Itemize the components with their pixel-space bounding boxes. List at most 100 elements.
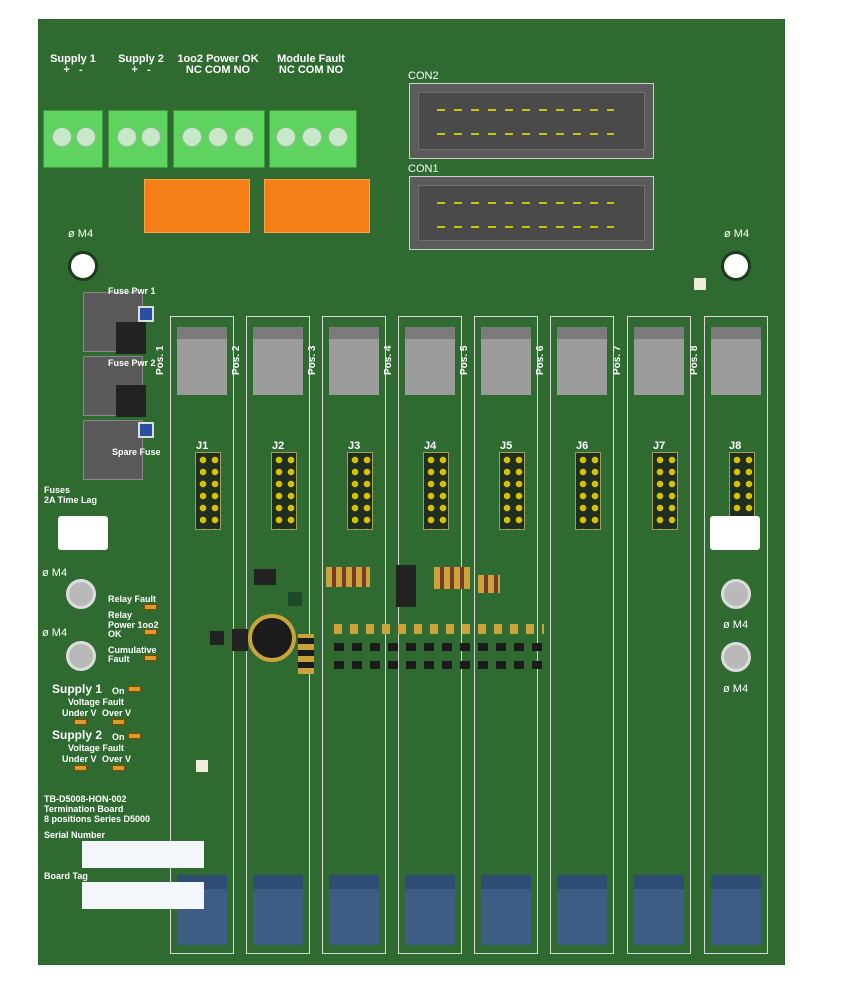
ic-component <box>254 569 276 585</box>
module-slot-4[interactable]: Pos. 4 <box>383 316 462 954</box>
slot-position-label: Pos. 5 <box>459 345 470 375</box>
module-clip <box>329 875 379 945</box>
module-slot-8[interactable]: Pos. 8 <box>689 316 768 954</box>
supply1-on-led <box>128 686 141 692</box>
supply2-terminal[interactable] <box>108 110 168 168</box>
screw-icon <box>328 127 348 147</box>
fuse-note-1: Fuses <box>44 485 71 495</box>
supply1-under-led <box>74 719 87 725</box>
jumper-label: J5 <box>500 440 513 452</box>
module-latch <box>481 327 531 395</box>
hole-label: ø M4 <box>724 228 750 240</box>
module-slot-3[interactable]: Pos. 3 <box>307 316 386 954</box>
relay-power-ok <box>144 179 250 233</box>
jumper-label: J4 <box>424 440 437 452</box>
mount-hole-icon <box>721 579 751 609</box>
power-ok-header: 1oo2 Power OK NC COM NO <box>168 54 268 76</box>
serial-number-field[interactable] <box>82 841 204 868</box>
module-clip <box>253 875 303 945</box>
con1-connector[interactable] <box>409 176 654 250</box>
mount-hole-icon <box>66 579 96 609</box>
smd-component <box>138 422 154 438</box>
module-clip <box>557 875 607 945</box>
screw-icon <box>234 127 254 147</box>
pin-row <box>437 109 614 111</box>
jumper-j3[interactable] <box>347 452 373 530</box>
fuse-pwr2-label: Fuse Pwr 2 <box>108 358 156 368</box>
hole-label: ø M4 <box>42 627 68 639</box>
supply2-header: Supply 2 + - <box>106 54 176 76</box>
supply1-over-label: Over V <box>102 708 132 718</box>
white-pad <box>58 516 108 550</box>
hole-label: ø M4 <box>723 683 749 695</box>
module-latch <box>711 327 761 395</box>
module-slot-7[interactable]: Pos. 7 <box>612 316 691 954</box>
supply2-led-title: Supply 2 <box>52 728 103 742</box>
jumper-j2[interactable] <box>271 452 297 530</box>
screw-icon <box>182 127 202 147</box>
power-ok-terminal[interactable] <box>173 110 265 168</box>
relay-fault-led <box>144 604 157 610</box>
diode-component <box>116 385 146 417</box>
module-slot-2[interactable]: Pos. 2 <box>231 316 310 954</box>
jumper-j6[interactable] <box>575 452 601 530</box>
module-slot-5[interactable]: Pos. 5 <box>459 316 538 954</box>
slot-position-label: Pos. 4 <box>383 345 394 375</box>
mount-hole-icon <box>721 251 751 281</box>
supply1-terminal[interactable] <box>43 110 103 168</box>
diode-component <box>116 322 146 354</box>
jumper-label: J1 <box>196 440 209 452</box>
component-row <box>334 624 544 634</box>
jumper-j7[interactable] <box>652 452 678 530</box>
board-tag-field[interactable] <box>82 882 204 909</box>
smd-component <box>138 306 154 322</box>
con2-label: CON2 <box>408 70 439 82</box>
module-slot-6[interactable]: Pos. 6 <box>535 316 614 954</box>
board-type: Termination Board <box>44 804 124 814</box>
jumper-j1[interactable] <box>195 452 221 530</box>
relay-power-label-3: OK <box>108 629 122 639</box>
supply1-led-title: Supply 1 <box>52 682 103 696</box>
header-sub: NC COM NO <box>278 64 344 76</box>
mount-hole-icon <box>66 641 96 671</box>
hole-label: ø M4 <box>42 567 68 579</box>
connector-body <box>418 185 645 241</box>
supply2-on-led <box>128 733 141 739</box>
test-pad <box>694 278 706 290</box>
spare-fuse-label: Spare Fuse <box>112 447 161 457</box>
pin-row <box>437 226 614 228</box>
jumper-j4[interactable] <box>423 452 449 530</box>
ic-component <box>396 565 416 607</box>
pcb-board: Supply 1 + - Supply 2 + - 1oo2 Power OK … <box>38 19 785 965</box>
supply2-under-led <box>74 765 87 771</box>
module-clip <box>634 875 684 945</box>
resistor-array <box>326 567 370 587</box>
board-tag-label: Board Tag <box>44 871 88 881</box>
cumulative-fault-led <box>144 655 157 661</box>
screw-icon <box>76 127 96 147</box>
component-column <box>298 634 314 674</box>
header-sub: NC COM NO <box>185 64 251 76</box>
jumper-j5[interactable] <box>499 452 525 530</box>
slot-position-label: Pos. 7 <box>612 345 623 375</box>
con2-connector[interactable] <box>409 83 654 159</box>
jumper-label: J7 <box>653 440 666 452</box>
module-latch <box>634 327 684 395</box>
module-fault-terminal[interactable] <box>269 110 357 168</box>
module-latch <box>557 327 607 395</box>
module-clip <box>405 875 455 945</box>
jumper-label: J8 <box>729 440 742 452</box>
supply1-on-label: On <box>112 686 125 696</box>
module-fault-header: Module Fault NC COM NO <box>264 54 358 76</box>
supply2-on-label: On <box>112 732 125 742</box>
hole-label: ø M4 <box>723 619 749 631</box>
component-row <box>334 643 544 651</box>
spare-fuse-holder[interactable] <box>83 420 143 480</box>
mount-hole-icon <box>68 251 98 281</box>
slot-position-label: Pos. 1 <box>155 345 166 375</box>
cumulative-label-2: Fault <box>108 654 130 664</box>
mount-hole-icon <box>721 642 751 672</box>
supply1-vf-label: Voltage Fault <box>68 697 124 707</box>
jumper-label: J2 <box>272 440 285 452</box>
supply1-header: Supply 1 + - <box>38 54 108 76</box>
